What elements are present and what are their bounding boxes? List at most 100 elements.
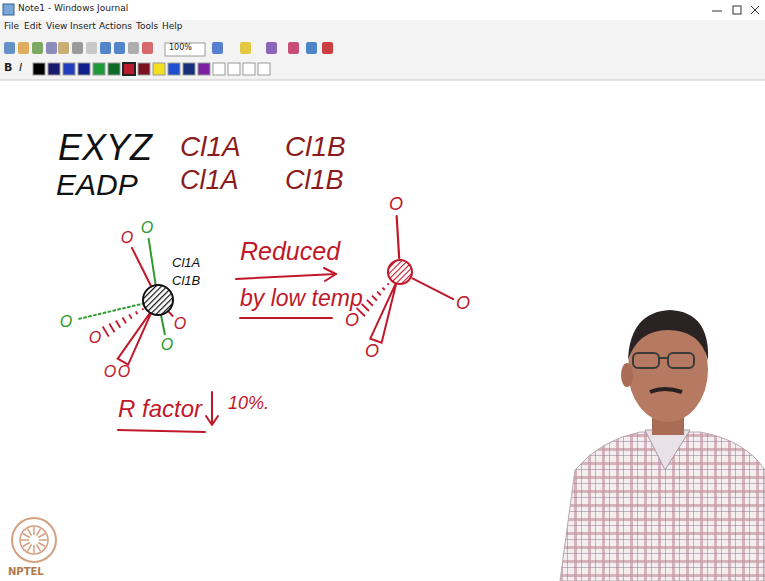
oxygen-label: O xyxy=(174,315,186,333)
toolbar-icon xyxy=(114,42,125,54)
toolbar-icon xyxy=(4,42,15,54)
pen-color xyxy=(63,63,75,75)
logo-ray xyxy=(33,527,35,535)
handwritten-term: EADP xyxy=(56,168,138,201)
logo-ray xyxy=(21,539,29,541)
hashed-bond xyxy=(129,314,132,318)
logo-ray xyxy=(39,539,47,541)
wedge-bond xyxy=(370,281,396,342)
bond-line xyxy=(132,248,152,288)
zoom-value: 100% xyxy=(169,44,192,53)
hashed-bond xyxy=(362,304,369,311)
pen-color xyxy=(243,63,255,75)
pen-color xyxy=(48,63,60,75)
toolbar-icon xyxy=(306,42,317,54)
logo-ray xyxy=(38,543,45,547)
toolbar-icon xyxy=(288,42,299,54)
pen-color xyxy=(213,63,225,75)
toolbar-icon xyxy=(212,42,223,54)
arrow-note: Reduced xyxy=(240,238,340,266)
atom-label: Cl1B xyxy=(172,274,200,288)
toolbar-icon xyxy=(142,42,153,54)
handwritten-note: 10%. xyxy=(228,394,269,414)
pen-color xyxy=(198,63,210,75)
pen-color xyxy=(33,63,45,75)
bond-line xyxy=(149,239,156,286)
hashed-bond xyxy=(116,320,120,327)
menu-item: Help xyxy=(162,22,183,32)
logo-ray xyxy=(33,545,35,553)
logo-ray xyxy=(23,543,30,547)
pen-color xyxy=(108,63,120,75)
window-title: Note1 - Windows Journal xyxy=(18,4,128,14)
menu-item: Tools xyxy=(136,22,158,32)
logo-ray xyxy=(38,534,45,538)
hashed-bond xyxy=(103,326,109,336)
arrow-head xyxy=(206,416,218,425)
logo-text: NPTEL xyxy=(8,566,44,577)
logo-ray xyxy=(37,544,41,551)
logo-ray xyxy=(28,544,32,551)
atom-sphere xyxy=(143,285,173,315)
oxygen-label: O xyxy=(365,342,379,362)
toolbar-icon xyxy=(58,42,69,54)
bond-line xyxy=(77,303,145,319)
atom-name: Cl1A xyxy=(180,166,239,196)
down-arrow xyxy=(211,392,213,424)
toolbar-icon xyxy=(128,42,139,54)
handwritten-note: R factor xyxy=(118,396,202,422)
arrow-head xyxy=(324,268,336,281)
pen-color xyxy=(168,63,180,75)
reaction-arrow xyxy=(236,274,336,279)
italic-button: I xyxy=(19,62,22,74)
atom-label: Cl1A xyxy=(172,256,200,270)
hashed-bond xyxy=(382,288,384,290)
toolbar-icon xyxy=(72,42,83,54)
hashed-bond xyxy=(377,292,381,296)
atom-name: Cl1B xyxy=(285,166,344,196)
underline xyxy=(118,430,205,432)
toolbar-icon xyxy=(32,42,43,54)
menu-item: View xyxy=(46,22,67,32)
oxygen-label: O xyxy=(345,311,359,331)
underline xyxy=(240,317,332,319)
hashed-bond xyxy=(387,284,388,285)
pen-color xyxy=(93,63,105,75)
bond-line xyxy=(412,278,453,299)
hashed-bond xyxy=(372,296,377,301)
oxygen-label: O xyxy=(104,363,116,381)
hashed-bond xyxy=(367,300,373,306)
oxygen-label: O xyxy=(161,336,173,354)
pen-color xyxy=(78,63,90,75)
pen-color xyxy=(183,63,195,75)
toolbar-icon xyxy=(266,42,277,54)
menu-item: File xyxy=(4,22,19,32)
toolbar-icon xyxy=(18,42,29,54)
oxygen-label: O xyxy=(118,363,130,381)
atom-name: Cl1A xyxy=(180,132,241,163)
bond-line xyxy=(397,216,400,258)
logo-ray xyxy=(28,529,32,536)
toolbar-icon xyxy=(240,42,251,54)
pen-color xyxy=(228,63,240,75)
handwritten-term: EXYZ xyxy=(58,128,152,168)
bond-line xyxy=(161,314,165,334)
pen-color xyxy=(258,63,270,75)
pen-color xyxy=(123,63,135,75)
menu-item: Actions xyxy=(99,22,132,32)
hashed-bond xyxy=(109,323,114,332)
wedge-bond xyxy=(118,309,153,365)
hashed-bond xyxy=(141,308,144,310)
menu-item: Edit xyxy=(24,22,41,32)
oxygen-label: O xyxy=(141,219,153,237)
bold-button: B xyxy=(4,62,12,74)
toolbar-icon xyxy=(100,42,111,54)
menu-item: Insert xyxy=(70,22,96,32)
toolbar-icon xyxy=(46,42,57,54)
toolbar-icon xyxy=(86,42,97,54)
oxygen-label: O xyxy=(60,313,72,331)
oxygen-label: O xyxy=(121,229,133,247)
oxygen-label: O xyxy=(89,329,101,347)
pen-color xyxy=(153,63,165,75)
